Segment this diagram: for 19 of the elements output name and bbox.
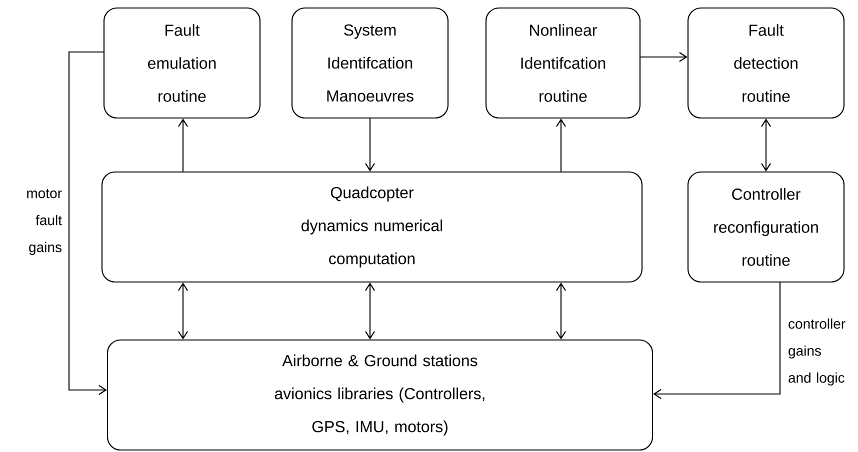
- process-box: Airborne & Ground stations avionics libraries (Controllers, GPS, IMU, motors): [106, 339, 654, 451]
- arrow: [556, 118, 566, 172]
- arrow: [365, 282, 375, 340]
- arrow: [653, 282, 781, 399]
- arrow: [178, 118, 188, 172]
- edge-label: motor fault gains: [27, 189, 62, 255]
- arrow: [640, 52, 688, 62]
- process-box: Fault detection routine: [687, 7, 845, 119]
- process-box: Quadcopter dynamics numerical computation: [101, 171, 643, 283]
- arrow: [178, 282, 188, 340]
- arrow: [761, 118, 771, 172]
- arrow: [556, 282, 566, 340]
- process-box: Fault emulation routine: [103, 7, 261, 119]
- process-box: System Identifcation Manoeuvres: [291, 7, 449, 119]
- process-box: Controller reconfiguration routine: [687, 171, 845, 283]
- edge-label: controller gains and logic: [788, 318, 846, 386]
- arrow: [365, 118, 375, 172]
- process-box: Nonlinear Identifcation routine: [485, 7, 641, 119]
- arrow: [68, 51, 107, 395]
